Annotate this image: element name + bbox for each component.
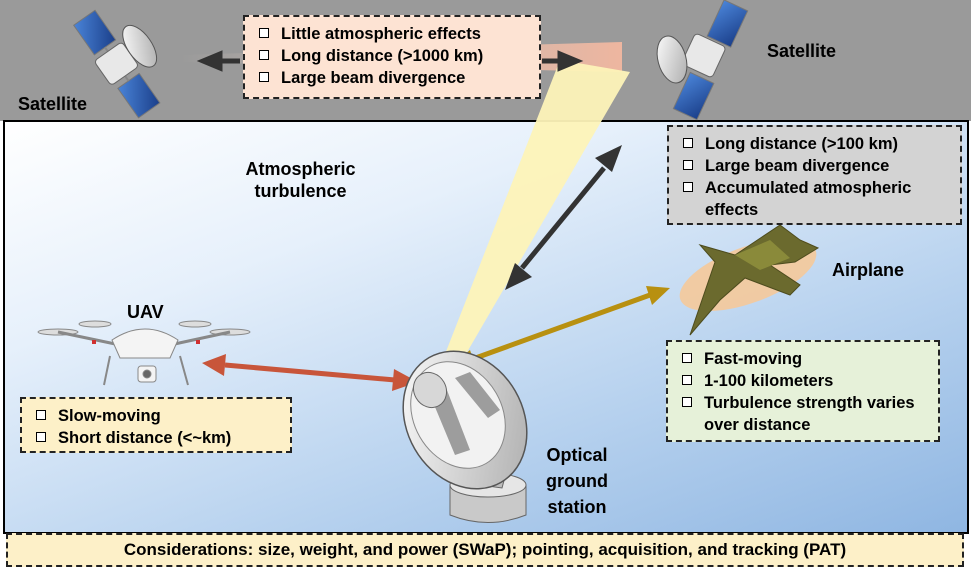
uav-link-box: Slow-moving Short distance (<~km)	[20, 397, 292, 453]
list-item: Accumulated atmospheric effects	[681, 177, 948, 221]
airplane-label: Airplane	[832, 260, 905, 280]
checkbox-icon	[259, 28, 269, 38]
checkbox-icon	[259, 72, 269, 82]
satellite-right-icon	[656, 0, 749, 121]
satellite-right-label: Satellite	[767, 41, 837, 61]
uav-label: UAV	[127, 302, 164, 322]
satellite-left-icon	[73, 9, 161, 119]
checkbox-icon	[259, 50, 269, 60]
airplane-link-box: Fast-moving 1-100 kilometers Turbulence …	[666, 340, 940, 442]
list-item: Long distance (>100 km)	[681, 133, 948, 155]
atmospheric-turbulence-label: Atmospheric turbulence	[245, 159, 356, 201]
uav-link-arrow	[202, 354, 418, 391]
list-item: Fast-moving	[680, 348, 926, 370]
list-item: Little atmospheric effects	[257, 23, 527, 45]
satellite-left-label: Satellite	[18, 94, 88, 114]
uav-icon	[37, 320, 251, 386]
ground-station-icon	[402, 350, 528, 523]
checkbox-icon	[682, 353, 692, 363]
list-item: Large beam divergence	[681, 155, 948, 177]
list-item: 1-100 kilometers	[680, 370, 926, 392]
airplane-icon	[679, 224, 820, 336]
list-item: Short distance (<~km)	[34, 427, 278, 449]
list-item: Slow-moving	[34, 405, 278, 427]
checkbox-icon	[682, 397, 692, 407]
checkbox-icon	[36, 432, 46, 442]
ground-downlink-beam	[438, 60, 630, 378]
list-item: Long distance (>1000 km)	[257, 45, 527, 67]
checkbox-icon	[683, 182, 693, 192]
sky-link-box: Long distance (>100 km) Large beam diver…	[667, 125, 962, 225]
checkbox-icon	[683, 138, 693, 148]
checkbox-icon	[682, 375, 692, 385]
ground-station-label: Optical ground station	[546, 445, 608, 517]
downlink-arrow	[505, 145, 622, 290]
considerations-banner: Considerations: size, weight, and power …	[6, 533, 964, 567]
inter-satellite-arrow	[196, 50, 584, 72]
list-item: Large beam divergence	[257, 67, 527, 89]
list-item: Turbulence strength varies over distance	[680, 392, 926, 436]
checkbox-icon	[683, 160, 693, 170]
checkbox-icon	[36, 410, 46, 420]
satellite-link-box: Little atmospheric effects Long distance…	[243, 15, 541, 99]
